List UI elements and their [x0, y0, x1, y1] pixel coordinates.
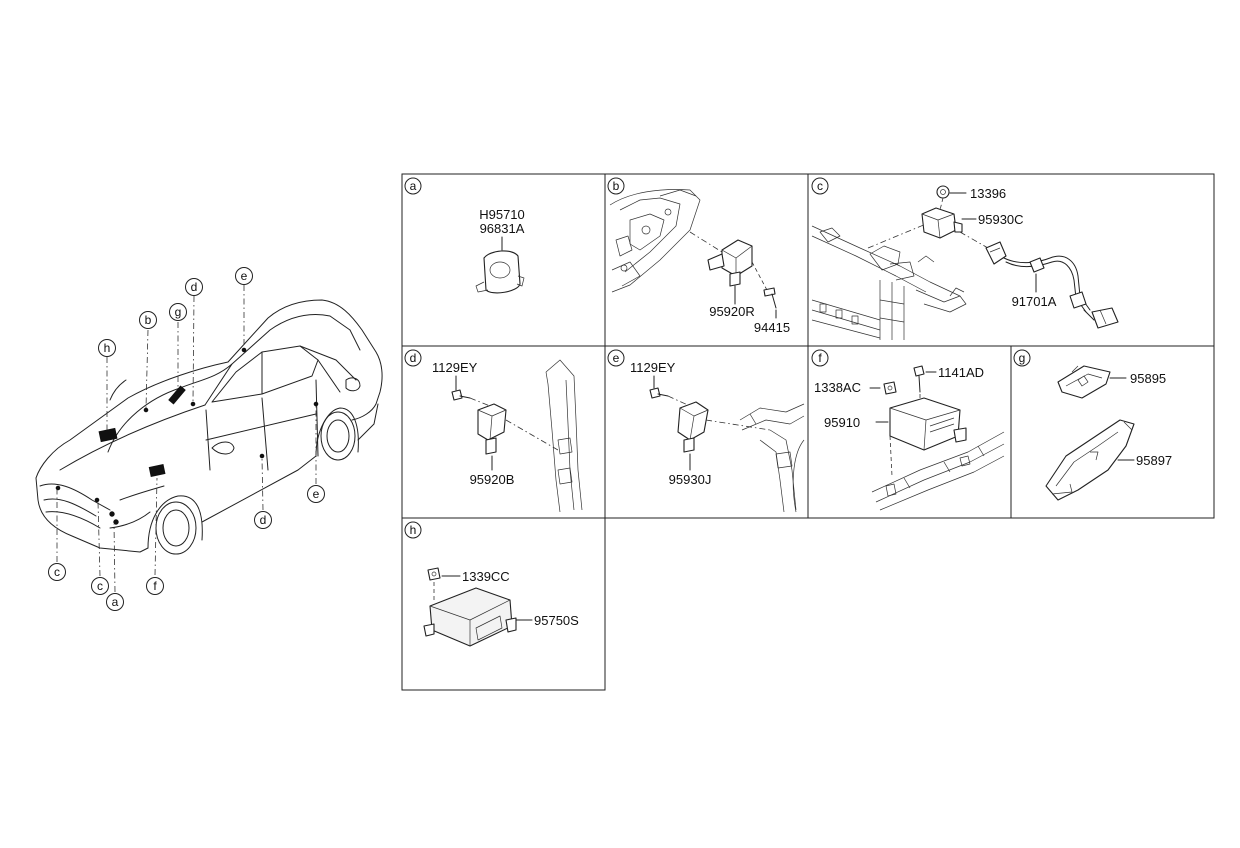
part-number-13396: 13396 — [970, 186, 1006, 201]
panel-d: d 1129EY 95920B — [401, 345, 606, 519]
car-callout-h: h — [98, 339, 116, 357]
car-callout-g: g — [169, 303, 187, 321]
part-number-95930j: 95930J — [669, 472, 712, 487]
car-callout-e-top: e — [235, 267, 253, 285]
nut-13396 — [936, 185, 950, 199]
nut-1338ac — [883, 381, 897, 395]
svg-text:b: b — [613, 179, 620, 193]
svg-text:d: d — [260, 513, 267, 527]
svg-text:d: d — [191, 280, 198, 294]
part-number-h95710: H95710 — [479, 207, 525, 222]
car-callout-a: a — [106, 593, 124, 611]
part-number-1129ey-e: 1129EY — [630, 360, 676, 375]
car-callout-d-bottom: d — [254, 511, 272, 529]
car-callout-c-mid: c — [91, 577, 109, 595]
nut-1339cc — [427, 567, 441, 581]
floor-mount-structure — [871, 431, 1005, 511]
b-pillar-structure — [545, 359, 583, 513]
panel-h: h 1339CC 95750S — [401, 517, 606, 691]
bolt-1129ey — [451, 389, 471, 401]
bolt-1141ad — [913, 365, 925, 393]
svg-text:c: c — [817, 179, 823, 193]
part-number-95920r: 95920R — [709, 304, 755, 319]
side-impact-sensor-95920b — [477, 403, 507, 455]
car-callout-e-bottom: e — [307, 485, 325, 503]
side-impact-sensor-95930j — [677, 401, 709, 453]
part-number-95750s: 95750S — [534, 613, 579, 628]
wiring-harness-91701a — [985, 241, 1119, 329]
clock-spring-sensor — [475, 250, 525, 294]
svg-text:e: e — [313, 487, 320, 501]
part-number-1339cc: 1339CC — [462, 569, 510, 584]
car-callout-d-top: d — [185, 278, 203, 296]
part-number-95930c: 95930C — [978, 212, 1024, 227]
part-number-95910: 95910 — [824, 415, 860, 430]
bolt-1129ey-e — [649, 387, 669, 399]
control-module-95750s — [423, 587, 517, 647]
svg-text:g: g — [175, 305, 182, 319]
svg-text:d: d — [410, 351, 417, 365]
car-callout-f: f — [146, 577, 164, 595]
svg-text:g: g — [1019, 351, 1026, 365]
part-number-95920b: 95920B — [470, 472, 515, 487]
svg-text:e: e — [613, 351, 620, 365]
rain-sensor-bracket-95895 — [1057, 365, 1111, 399]
sensor-cover-95897 — [1045, 419, 1135, 501]
panel-b: b 95920R 94415 — [604, 173, 809, 347]
svg-text:e: e — [241, 269, 248, 283]
screw-94415 — [763, 287, 777, 309]
svg-text:c: c — [54, 565, 60, 579]
part-number-95897: 95897 — [1136, 453, 1172, 468]
panel-f: f 1338AC 1141AD 95910 — [807, 345, 1012, 519]
front-impact-sensor-95930c — [921, 207, 963, 239]
panel-e: e 1129EY 95930J — [604, 345, 809, 519]
panel-c: c 13396 — [807, 173, 1215, 347]
svg-text:f: f — [153, 579, 157, 593]
svg-text:a: a — [112, 595, 119, 609]
part-number-96831a: 96831A — [480, 221, 525, 236]
svg-text:b: b — [145, 313, 152, 327]
svg-text:h: h — [410, 523, 417, 537]
door-panel-structure — [609, 189, 701, 293]
part-number-1129ey: 1129EY — [432, 360, 478, 375]
car-callout-b: b — [139, 311, 157, 329]
airbag-control-unit-95910 — [889, 397, 967, 451]
svg-text:c: c — [97, 579, 103, 593]
part-number-95895: 95895 — [1130, 371, 1166, 386]
car-overview: h b g d e c c a — [35, 267, 383, 611]
svg-text:h: h — [104, 341, 111, 355]
car-callout-c-left: c — [48, 563, 66, 581]
svg-text:a: a — [410, 179, 417, 193]
part-number-1141ad: 1141AD — [938, 365, 984, 380]
radiator-support-structure — [811, 225, 967, 340]
c-pillar-structure — [739, 403, 805, 513]
part-number-91701a: 91701A — [1012, 294, 1057, 309]
part-number-94415: 94415 — [754, 320, 790, 335]
panel-a: a H95710 96831A — [401, 173, 606, 347]
svg-text:f: f — [818, 351, 822, 365]
panel-g: g 95895 95897 — [1010, 345, 1215, 519]
side-impact-sensor-95920r — [707, 239, 753, 287]
part-number-1338ac: 1338AC — [814, 380, 861, 395]
